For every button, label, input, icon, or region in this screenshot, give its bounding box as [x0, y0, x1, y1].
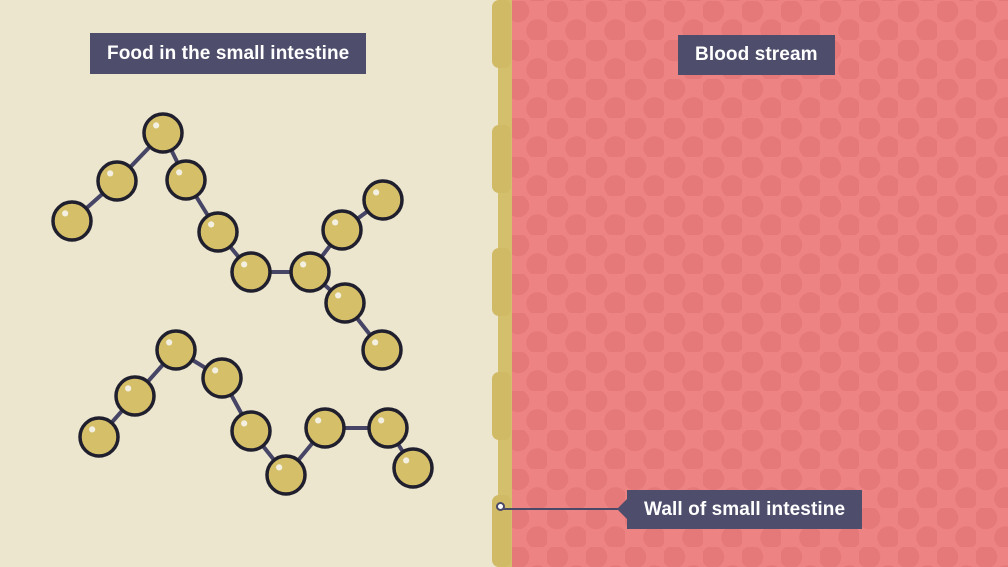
molecule-unit — [367, 407, 409, 449]
blood-stream-region — [510, 0, 1008, 567]
molecule-highlight — [315, 417, 322, 424]
label-blood-stream: Blood stream — [678, 35, 835, 75]
molecule-unit — [142, 112, 184, 154]
molecule-unit — [230, 251, 272, 293]
molecule-highlight — [212, 367, 219, 374]
villus-5 — [492, 495, 511, 567]
villus-4 — [492, 372, 511, 440]
molecule-highlight — [241, 420, 248, 427]
callout-leader-line — [503, 508, 629, 510]
molecule-unit — [201, 357, 243, 399]
molecule-unit — [96, 160, 138, 202]
villus-1 — [492, 0, 511, 68]
molecule-unit — [114, 375, 156, 417]
molecule-unit — [165, 159, 207, 201]
molecule-unit — [265, 454, 307, 496]
molecule-unit — [78, 416, 120, 458]
molecule-unit — [362, 179, 404, 221]
starch-chain-lower — [78, 329, 434, 496]
molecule-unit — [392, 447, 434, 489]
molecule-unit — [324, 282, 366, 324]
molecule-highlight — [153, 122, 160, 129]
molecule-unit — [51, 200, 93, 242]
molecule-highlight — [176, 169, 183, 176]
molecule-highlight — [125, 385, 132, 392]
callout-anchor-dot — [496, 502, 505, 511]
label-food-in-small-intestine: Food in the small intestine — [90, 33, 367, 74]
molecule-unit — [197, 211, 239, 253]
villus-3 — [492, 248, 511, 316]
molecule-unit — [230, 410, 272, 452]
molecule-highlight — [300, 261, 307, 268]
starch-chain-upper — [51, 112, 404, 371]
label-wall-of-small-intestine: Wall of small intestine — [627, 490, 863, 529]
molecule-highlight — [332, 219, 339, 226]
molecule-unit — [361, 329, 403, 371]
callout-pointer-icon — [617, 498, 628, 520]
molecule-unit — [321, 209, 363, 251]
molecule-highlight — [276, 464, 283, 471]
molecule-unit — [304, 407, 346, 449]
molecule-highlight — [335, 292, 342, 299]
molecule-highlight — [373, 189, 380, 196]
molecule-highlight — [208, 221, 215, 228]
molecule-unit — [289, 251, 331, 293]
food-molecule-chains — [51, 112, 434, 496]
villus-2 — [492, 125, 511, 193]
molecule-unit — [155, 329, 197, 371]
molecule-highlight — [107, 170, 114, 177]
molecule-highlight — [241, 261, 248, 268]
molecule-highlight — [403, 457, 410, 464]
molecule-highlight — [372, 339, 379, 346]
molecule-highlight — [166, 339, 173, 346]
molecule-highlight — [62, 210, 69, 217]
molecule-highlight — [89, 426, 96, 433]
molecule-highlight — [378, 417, 385, 424]
